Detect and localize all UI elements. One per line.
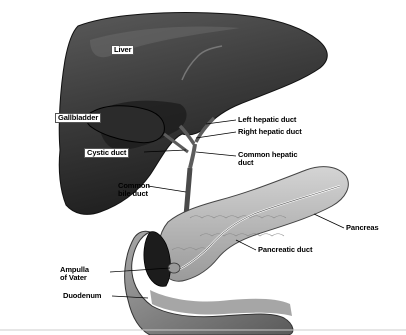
liver-label: Liver	[111, 45, 134, 55]
duodenum-lower	[150, 290, 292, 316]
pancreas-label: Pancreas	[346, 224, 379, 232]
left-hepatic-duct-label: Left hepatic duct	[238, 116, 296, 124]
common-hepatic-duct-label: Common hepatic duct	[238, 151, 297, 167]
duodenum-label: Duodenum	[63, 292, 101, 300]
common-bile-duct-label: Common bile duct	[118, 182, 150, 198]
common-hepatic-duct-path	[190, 144, 195, 168]
pancreatic-duct-label: Pancreatic duct	[258, 246, 312, 254]
right-hepatic-duct-label: Right hepatic duct	[238, 128, 302, 136]
cystic-duct-label: Cystic duct	[84, 148, 129, 158]
ampulla-of-vater-label: Ampulla of Vater	[60, 266, 89, 282]
gallbladder-label: Gallbladder	[55, 113, 101, 123]
